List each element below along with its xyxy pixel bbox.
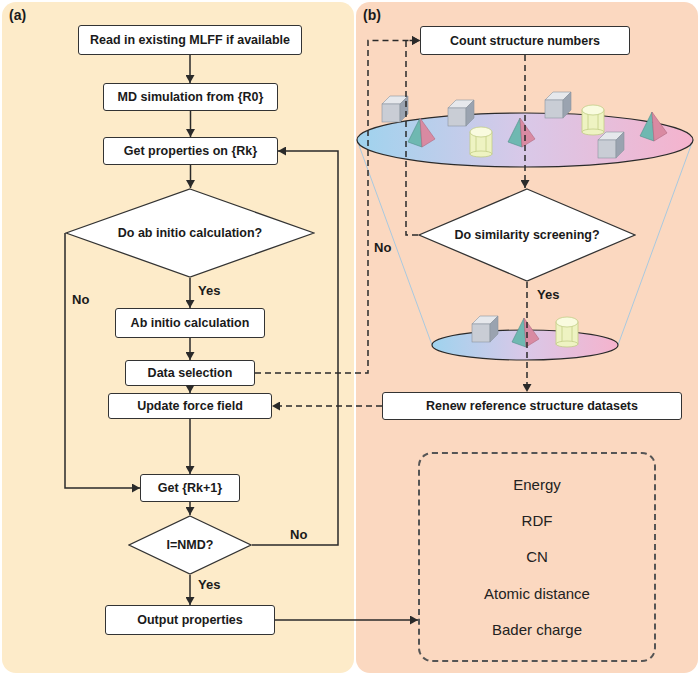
process-box: Update force field — [108, 393, 272, 419]
pyramid-shape — [508, 118, 535, 147]
node-text: Do similarity screening? — [454, 228, 599, 242]
node-text: Read in existing MLFF if available — [90, 33, 290, 47]
process-box: MD simulation from {R0} — [103, 83, 278, 111]
process-box: Get properties on {Rk} — [103, 137, 278, 165]
node-text: MD simulation from {R0} — [118, 90, 264, 104]
node-text: Renew reference structure datasets — [426, 399, 638, 413]
edge-label: No — [72, 292, 89, 307]
property-name: CN — [526, 548, 548, 565]
diamond-shape — [66, 189, 314, 277]
node-text: Do ab initio calculation? — [118, 226, 262, 240]
node-text: Update force field — [137, 399, 243, 413]
property-name: Atomic distance — [484, 585, 590, 602]
diamond-shape — [129, 516, 251, 574]
decision-diamond: I=NMD? — [128, 515, 252, 575]
property-name: RDF — [522, 512, 553, 529]
prism-shape — [582, 105, 604, 135]
process-box: Count structure numbers — [420, 26, 630, 55]
edge-label: Yes — [198, 283, 220, 298]
cube-shape — [382, 96, 408, 122]
process-box: Get {Rk+1} — [140, 474, 240, 502]
cube-shape — [598, 132, 624, 158]
node-text: Data selection — [148, 366, 233, 380]
edge-label: No — [374, 240, 391, 255]
node-text: Ab initio calculation — [131, 316, 250, 330]
prism-shape — [556, 317, 578, 347]
property-name: Bader charge — [492, 621, 582, 638]
decision-diamond: Do similarity screening? — [418, 188, 636, 282]
cube-shape — [448, 100, 474, 126]
cube-shape — [472, 316, 498, 342]
edge-label: No — [290, 527, 307, 542]
property-name: Energy — [513, 476, 561, 493]
process-box: Data selection — [125, 360, 255, 386]
node-text: Count structure numbers — [450, 34, 600, 48]
panel-label: (b) — [363, 7, 381, 23]
process-box: Output properties — [105, 605, 275, 635]
process-box: Ab initio calculation — [115, 308, 265, 338]
panel-label: (a) — [9, 7, 26, 23]
node-text: Get properties on {Rk} — [124, 144, 257, 158]
edge-label: Yes — [198, 577, 220, 592]
process-box: Renew reference structure datasets — [382, 392, 682, 420]
pyramid-shape — [408, 118, 435, 147]
decision-diamond: Do ab initio calculation? — [65, 188, 315, 278]
prism-shape — [470, 127, 492, 157]
node-text: I=NMD? — [167, 538, 214, 552]
top-disc — [357, 113, 693, 167]
property-list-box: EnergyRDF CN Atomic distanceBader charge — [418, 452, 656, 662]
process-box: Read in existing MLFF if available — [78, 25, 302, 55]
diamond-shape — [419, 189, 635, 281]
node-text: Output properties — [137, 613, 243, 627]
edge-label: Yes — [537, 287, 559, 302]
panel-a: (a) Read in existing MLFF if available MD … — [2, 2, 354, 673]
cube-shape — [545, 92, 571, 118]
node-text: Get {Rk+1} — [158, 481, 222, 495]
